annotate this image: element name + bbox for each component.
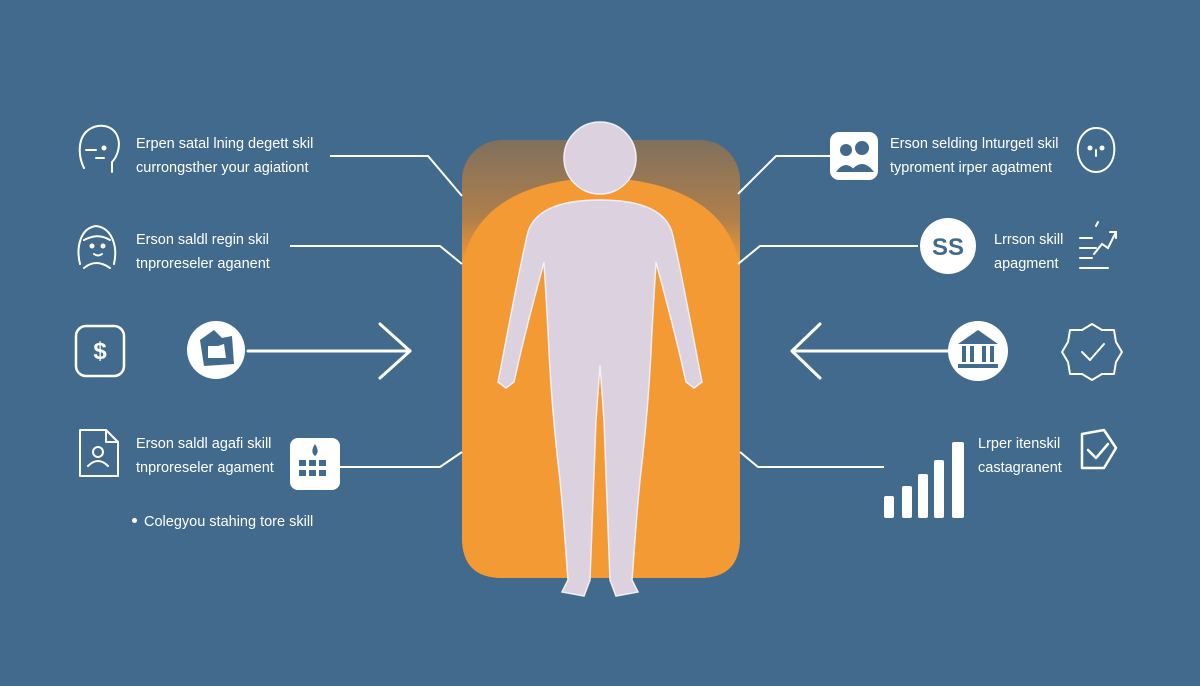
calendar-icon [290, 438, 340, 490]
right-label-2-line1: Lrrson skill [994, 232, 1064, 248]
left-label-4: Erson saldl agafi skill tnproreseler aga… [136, 432, 274, 480]
figure-head [563, 121, 637, 195]
left-label-1-line2: currongsther your agiationt [136, 160, 309, 176]
svg-text:$: $ [93, 338, 107, 365]
ss-badge-icon: SS [920, 218, 976, 274]
left-label-4-line1: Erson saldl agafi skill [136, 436, 272, 452]
left-label-1: Erpen satal lning degett skil currongsth… [136, 132, 313, 180]
right-label-1-line2: typroment irper agatment [890, 160, 1052, 176]
document-person-icon [79, 429, 119, 477]
group-people-icon [830, 132, 878, 180]
growth-chart-icon [1079, 221, 1117, 269]
connector-left-2 [290, 245, 463, 265]
dollar-badge-icon: $ [74, 324, 126, 378]
connector-right-4 [739, 451, 884, 468]
right-label-4-line1: Lrper itenskil [978, 436, 1061, 452]
right-label-1: Erson selding lnturgetl skil typroment i… [890, 132, 1058, 180]
head-profile-icon [78, 124, 120, 173]
right-label-2-line2: apagment [994, 256, 1059, 272]
arrow-left [790, 322, 950, 380]
connector-lines [290, 155, 918, 468]
bullet-note: Colegyou stahing tore skill [132, 510, 313, 534]
bullet-note-text: Colegyou stahing tore skill [144, 514, 314, 530]
bank-building-icon [948, 321, 1008, 381]
arrow-right [246, 322, 412, 380]
human-figure [497, 121, 703, 597]
right-label-4: Lrper itenskil castagranent [978, 432, 1062, 480]
check-seal-icon [1061, 323, 1123, 381]
broken-shape-icon [187, 321, 245, 379]
right-label-1-line1: Erson selding lnturgetl skil [890, 136, 1059, 152]
bullet-dot-icon [132, 517, 137, 523]
connector-right-2 [737, 245, 918, 265]
connector-left-4 [340, 451, 463, 468]
figure-body [497, 199, 703, 597]
face-outline-icon [1076, 126, 1116, 174]
left-label-2-line2: tnproreseler aganent [136, 256, 270, 272]
check-shield-icon [1080, 428, 1118, 470]
woman-face-icon [77, 224, 117, 269]
left-label-2-line1: Erson saldl regin skil [136, 232, 269, 248]
bar-chart-icon [884, 442, 964, 518]
left-label-4-line2: tnproreseler agament [136, 460, 274, 476]
left-label-2: Erson saldl regin skil tnproreseler agan… [136, 228, 270, 276]
left-label-1-line1: Erpen satal lning degett skil [136, 136, 314, 152]
right-label-2: Lrrson skill apagment [994, 228, 1063, 276]
svg-text:SS: SS [932, 234, 964, 261]
connector-left-1 [330, 155, 463, 197]
right-label-4-line2: castagranent [978, 460, 1062, 476]
